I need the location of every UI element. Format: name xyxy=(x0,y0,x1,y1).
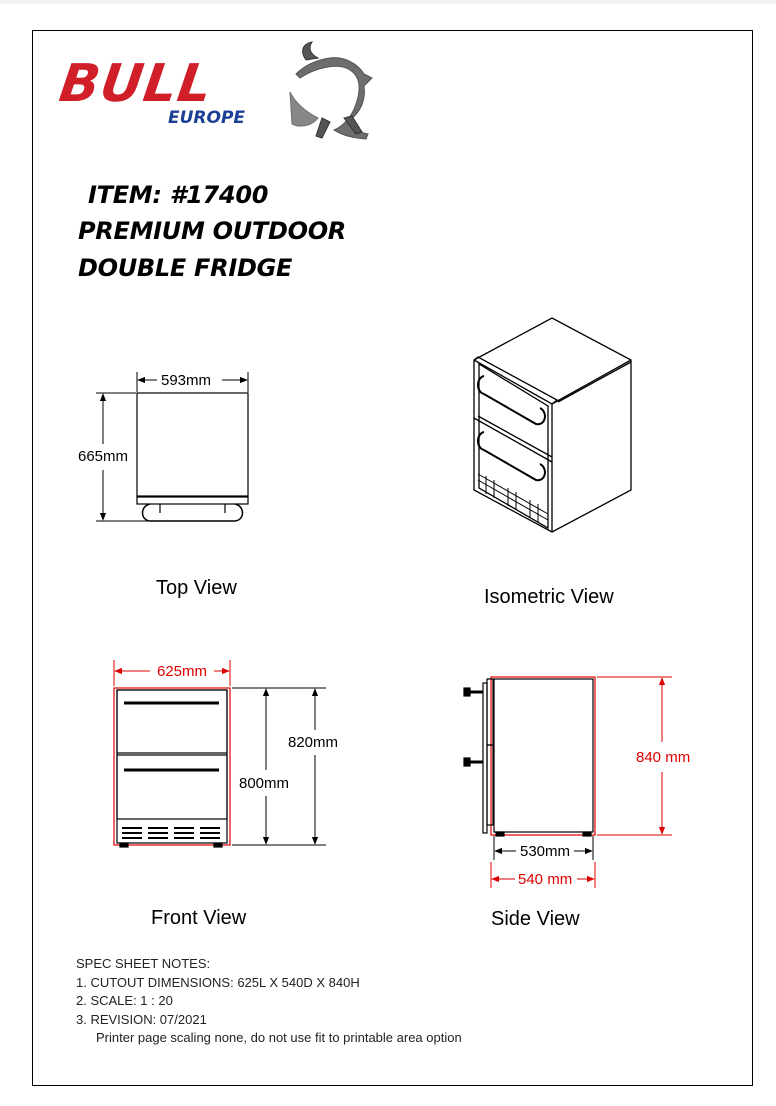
isometric-view-label: Isometric View xyxy=(484,586,614,608)
product-name-line1: PREMIUM OUTDOOR xyxy=(78,217,346,245)
front-view-inner-height-label: 800mm xyxy=(239,775,290,792)
front-view-width-label: 625mm xyxy=(157,663,208,680)
brand-region-text: EUROPE xyxy=(168,108,246,128)
spec-sheet-notes: SPEC SHEET NOTES: 1. CUTOUT DIMENSIONS: … xyxy=(76,955,462,1048)
isometric-view-drawing xyxy=(473,317,632,533)
side-view-drawing xyxy=(463,676,596,837)
front-view-dimensions xyxy=(113,660,326,846)
top-view-dimensions xyxy=(96,372,249,522)
side-view-dimensions xyxy=(490,676,672,888)
top-view-depth-label: 665mm xyxy=(78,448,129,465)
notes-footer: Printer page scaling none, do not use fi… xyxy=(96,1030,462,1045)
top-view-width-label: 593mm xyxy=(161,372,212,389)
spec-sheet-border xyxy=(32,30,753,1086)
bull-icon xyxy=(289,41,373,140)
note-line: 2. SCALE: 1 : 20 xyxy=(76,993,173,1008)
side-view-inner-depth-label: 530mm xyxy=(520,843,571,860)
side-view-label: Side View xyxy=(491,908,580,930)
front-view-outer-height-label: 820mm xyxy=(288,734,339,751)
item-number: ITEM: #17400 xyxy=(88,181,269,209)
product-name-line2: DOUBLE FRIDGE xyxy=(78,254,293,282)
notes-heading: SPEC SHEET NOTES: xyxy=(76,956,211,971)
side-view-outer-depth-label: 540 mm xyxy=(518,871,573,888)
note-line: 3. REVISION: 07/2021 xyxy=(76,1011,207,1027)
page-top-strip xyxy=(0,0,776,4)
note-line: 1. CUTOUT DIMENSIONS: 625L X 540D X 840H xyxy=(76,974,360,990)
side-view-height-label: 840 mm xyxy=(636,749,691,766)
front-view-label: Front View xyxy=(151,907,247,929)
front-view-drawing xyxy=(113,687,231,848)
top-view-drawing xyxy=(136,392,249,522)
top-view-label: Top View xyxy=(156,577,237,599)
